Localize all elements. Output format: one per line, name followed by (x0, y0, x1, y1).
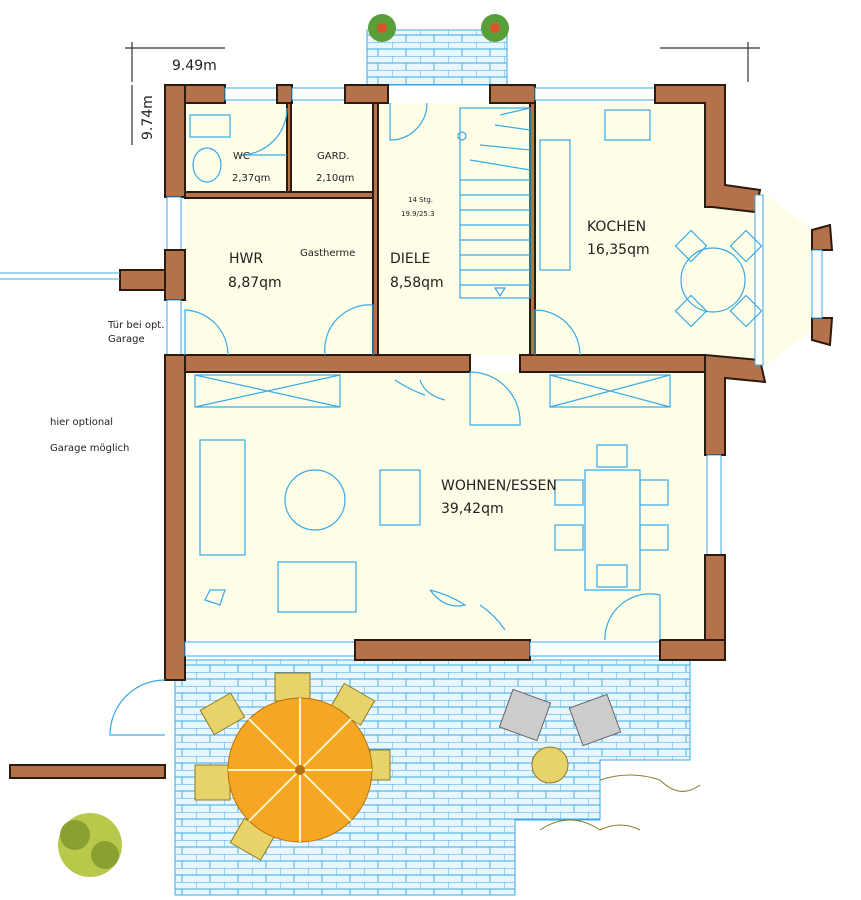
staircase (457, 107, 531, 299)
garage-note-line1: hier optional (50, 417, 113, 428)
stair-ratio: 19.9/25.3 (401, 210, 435, 218)
width-dimension: 9.49m (172, 58, 217, 74)
plant-icon (481, 14, 509, 42)
dimension-lines (125, 42, 760, 145)
room-area-wohnen: 39,42qm (441, 501, 504, 517)
plant-icon (58, 774, 701, 877)
room-name-hwr: HWR (229, 251, 263, 267)
garage-note-line2: Garage möglich (50, 443, 129, 454)
room-name-diele: DIELE (390, 251, 430, 267)
plant-icon (368, 14, 396, 42)
umbrella-table (194, 672, 391, 861)
room-name-gard: GARD. (317, 151, 349, 162)
room-name-wc: WC (233, 151, 250, 162)
room-area-kochen: 16,35qm (587, 242, 650, 258)
bistro-set (498, 688, 622, 784)
stair-steps: 14 Stg. (408, 196, 433, 204)
room-area-diele: 8,58qm (390, 275, 444, 291)
walls (0, 84, 834, 779)
depth-dimension: 9.74m (140, 95, 156, 140)
door-note-line1: Tür bei opt. (107, 320, 164, 331)
room-area-hwr: 8,87qm (228, 275, 282, 291)
room-area-wc: 2,37qm (232, 173, 270, 184)
doors (109, 102, 661, 736)
gastherme-label: Gastherme (300, 248, 355, 259)
room-name-wohnen: WOHNEN/ESSEN (441, 478, 557, 494)
door-note-line2: Garage (108, 334, 145, 345)
room-area-gard: 2,10qm (316, 173, 354, 184)
room-name-kochen: KOCHEN (587, 219, 646, 235)
furniture (189, 109, 763, 631)
